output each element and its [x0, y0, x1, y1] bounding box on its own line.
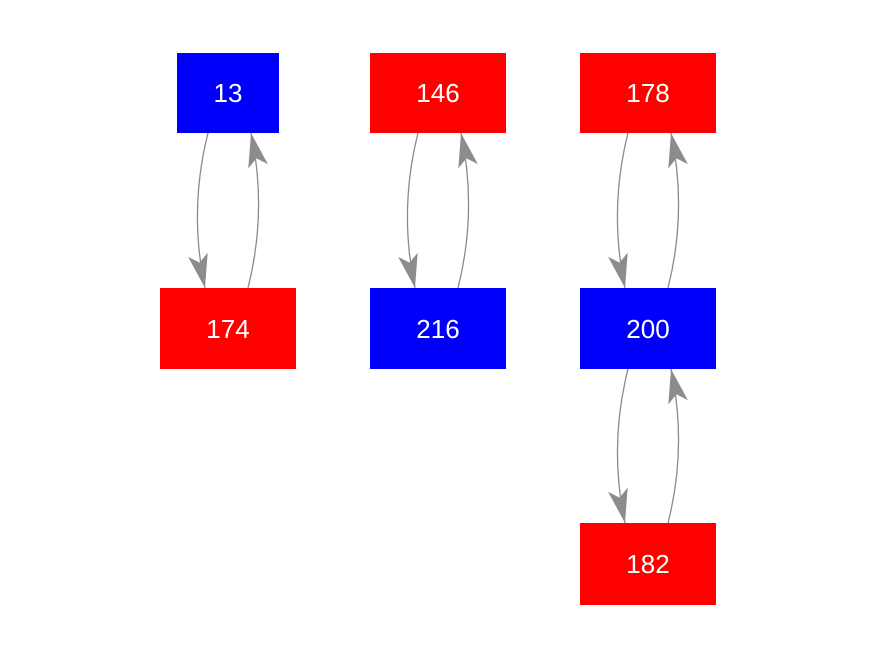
node-label: 182: [626, 549, 670, 579]
edge-arrowhead-icon: [398, 252, 418, 288]
edge-arrowhead-icon: [608, 487, 628, 523]
node-label: 146: [416, 78, 460, 108]
graph-node: 13: [177, 53, 279, 133]
edge-line: [667, 368, 680, 524]
graph-node: 216: [370, 288, 506, 369]
edge-arrowhead-icon: [668, 133, 688, 169]
edge-arrowhead-icon: [458, 133, 478, 169]
edge-arrowhead-icon: [188, 252, 208, 288]
edge-line: [406, 132, 419, 289]
edge-arrowhead-icon: [248, 133, 268, 169]
edge-line: [667, 132, 680, 289]
edge-line: [616, 368, 629, 524]
graph-node: 174: [160, 288, 296, 369]
edge-line: [457, 132, 470, 289]
node-label: 216: [416, 313, 460, 344]
graph-node: 182: [580, 523, 716, 605]
graph-node: 200: [580, 288, 716, 369]
graph-node: 146: [370, 53, 506, 133]
node-label: 178: [626, 78, 670, 108]
edge-arrowhead-icon: [608, 252, 628, 288]
node-label: 200: [626, 313, 670, 344]
edge-line: [247, 132, 260, 289]
edge-line: [616, 132, 629, 289]
node-label: 13: [213, 78, 243, 108]
node-label: 174: [206, 313, 250, 344]
graph-node: 178: [580, 53, 716, 133]
edge-arrowhead-icon: [668, 369, 688, 405]
edge-line: [196, 132, 209, 289]
